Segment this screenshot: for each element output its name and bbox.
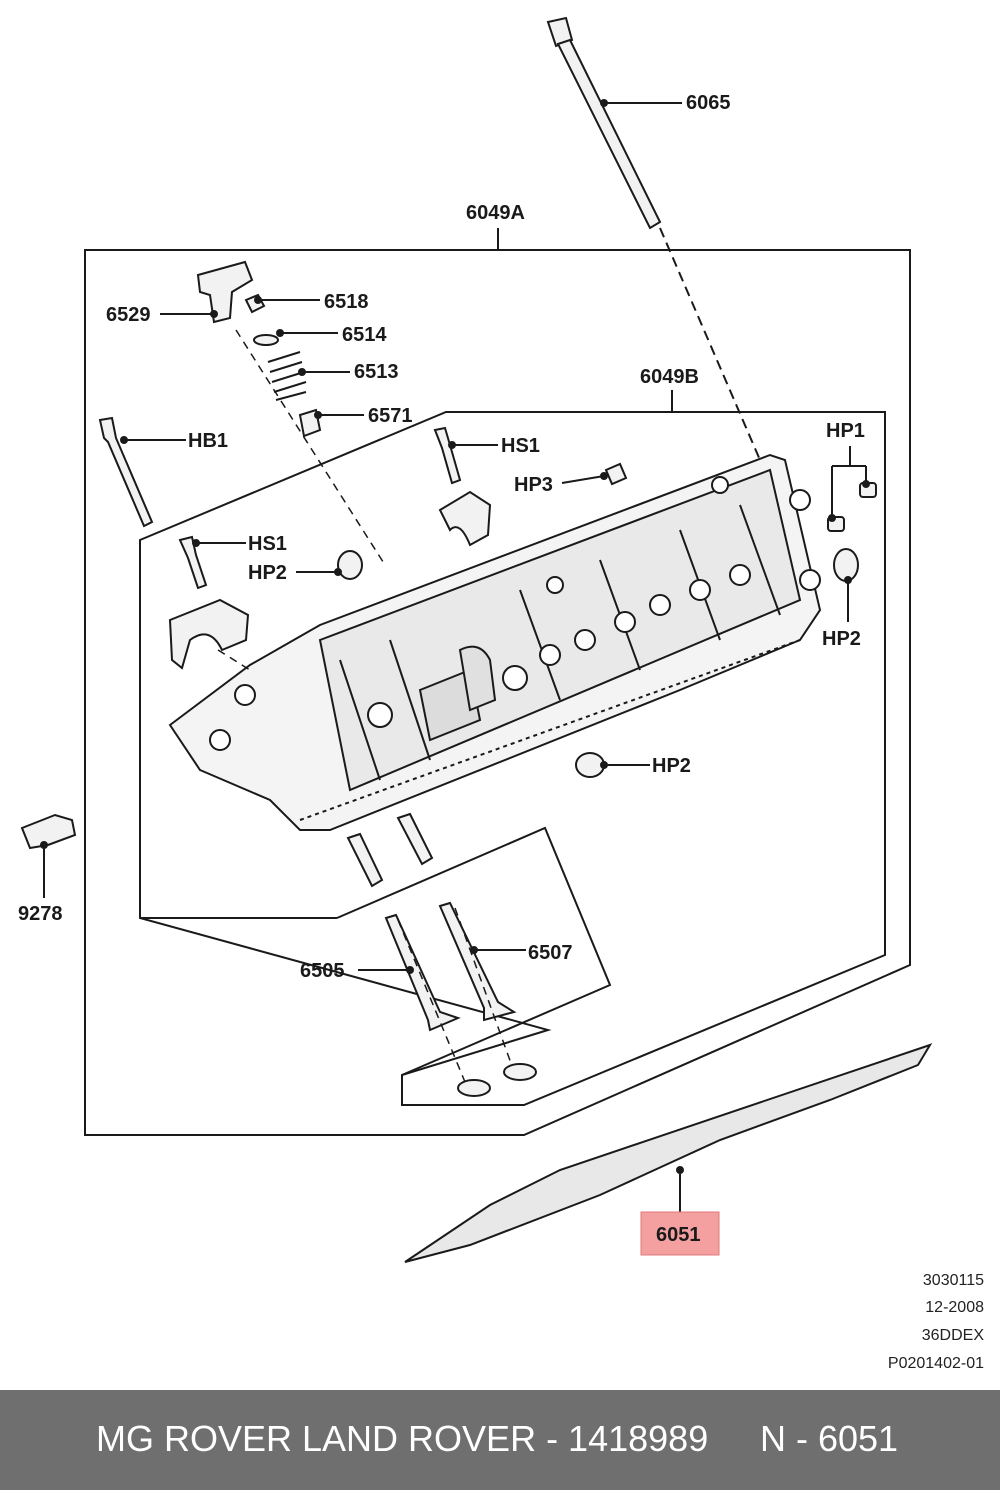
bearing-cap-lower bbox=[168, 598, 250, 670]
bolt-6065 bbox=[546, 16, 761, 461]
cylinder-head bbox=[168, 453, 822, 831]
label-6518: 6518 bbox=[324, 291, 369, 313]
bolt-hs1-upper bbox=[433, 426, 462, 485]
bolt-hs1-lower bbox=[178, 535, 208, 590]
frame-valve-box bbox=[336, 826, 612, 1076]
footer-part-number: MG ROVER LAND ROVER - 1418989 bbox=[96, 1418, 709, 1459]
valve-seat-right bbox=[503, 1063, 537, 1081]
plug-hp2-b bbox=[833, 548, 859, 582]
label-hb1: HB1 bbox=[188, 430, 228, 452]
label-hp1: HP1 bbox=[826, 420, 865, 442]
label-hp3: HP3 bbox=[514, 474, 553, 496]
label-6505: 6505 bbox=[300, 960, 345, 982]
label-6049b: 6049B bbox=[640, 366, 699, 388]
valve-guide-right bbox=[396, 812, 434, 866]
footer-bar: MG ROVER LAND ROVER - 1418989 N - 6051 bbox=[0, 1390, 1000, 1490]
spring-6513 bbox=[267, 351, 307, 401]
bolt-hb1 bbox=[98, 416, 154, 528]
sensor-9278 bbox=[20, 813, 77, 850]
head-gasket-6051 bbox=[404, 1043, 933, 1263]
plug-hp3 bbox=[604, 462, 628, 486]
plug-hp2-c bbox=[575, 752, 605, 778]
label-6514: 6514 bbox=[342, 324, 387, 346]
label-6529: 6529 bbox=[106, 304, 151, 326]
bearing-cap-upper bbox=[438, 490, 492, 547]
valve-guide-left bbox=[346, 832, 384, 888]
plug-hp2-a bbox=[337, 550, 363, 580]
valve-seat-left bbox=[457, 1079, 491, 1097]
label-6065: 6065 bbox=[686, 92, 731, 114]
label-hs1-upper: HS1 bbox=[501, 435, 540, 457]
frame-6049a bbox=[84, 249, 911, 1136]
label-9278: 9278 bbox=[18, 903, 63, 925]
valve-6505 bbox=[384, 913, 461, 1032]
label-hs1-lower: HS1 bbox=[248, 533, 287, 555]
meta-ref: P0201402-01 bbox=[887, 1355, 984, 1372]
label-6049a: 6049A bbox=[466, 202, 525, 224]
meta-code: 3030115 bbox=[922, 1272, 984, 1289]
label-hp2-left: HP2 bbox=[248, 562, 287, 584]
highlight-6051 bbox=[640, 1211, 720, 1256]
meta-model: 36DDEX bbox=[921, 1327, 984, 1344]
footer-catalog-code: N - 6051 bbox=[760, 1418, 899, 1459]
retainer-6514 bbox=[253, 334, 279, 346]
label-6507: 6507 bbox=[528, 942, 573, 964]
label-hp2-right: HP2 bbox=[822, 628, 861, 650]
meta-date: 12-2008 bbox=[925, 1299, 984, 1316]
rocker-6529 bbox=[196, 260, 254, 324]
exploded-parts-diagram: 6065 6049A 6049B 6529 6518 6514 6513 657… bbox=[18, 16, 933, 1263]
label-hp2-bottom: HP2 bbox=[652, 755, 691, 777]
label-6571: 6571 bbox=[368, 405, 413, 427]
label-6513: 6513 bbox=[354, 361, 399, 383]
valve-6507 bbox=[438, 901, 517, 1022]
label-6051: 6051 bbox=[656, 1224, 701, 1246]
